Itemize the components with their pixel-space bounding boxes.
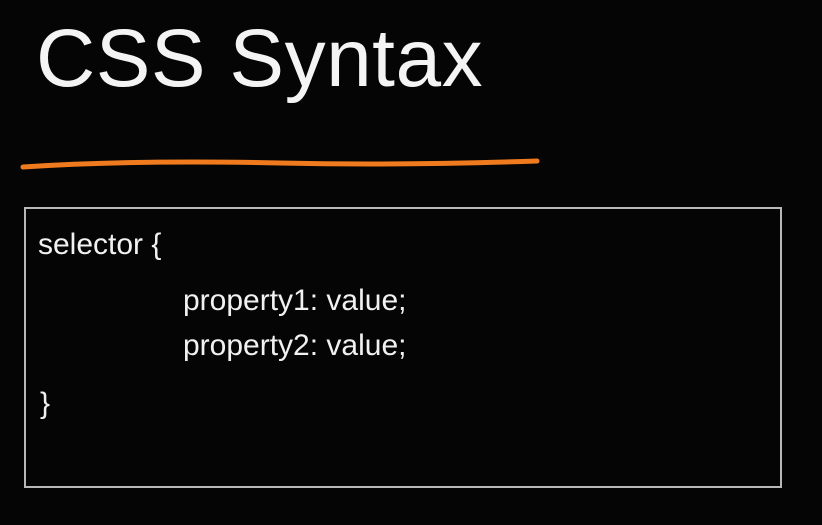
property2-line: property2: value; — [183, 329, 407, 362]
orange-underline-stroke — [20, 158, 540, 170]
orange-underline-path — [20, 158, 540, 170]
closing-brace-line: } — [40, 387, 51, 420]
code-example-box: selector { property1: value; property2: … — [24, 207, 782, 488]
selector-line: selector { — [38, 228, 162, 261]
slide-title: CSS Syntax — [36, 13, 484, 104]
property1-line: property1: value; — [183, 284, 407, 317]
